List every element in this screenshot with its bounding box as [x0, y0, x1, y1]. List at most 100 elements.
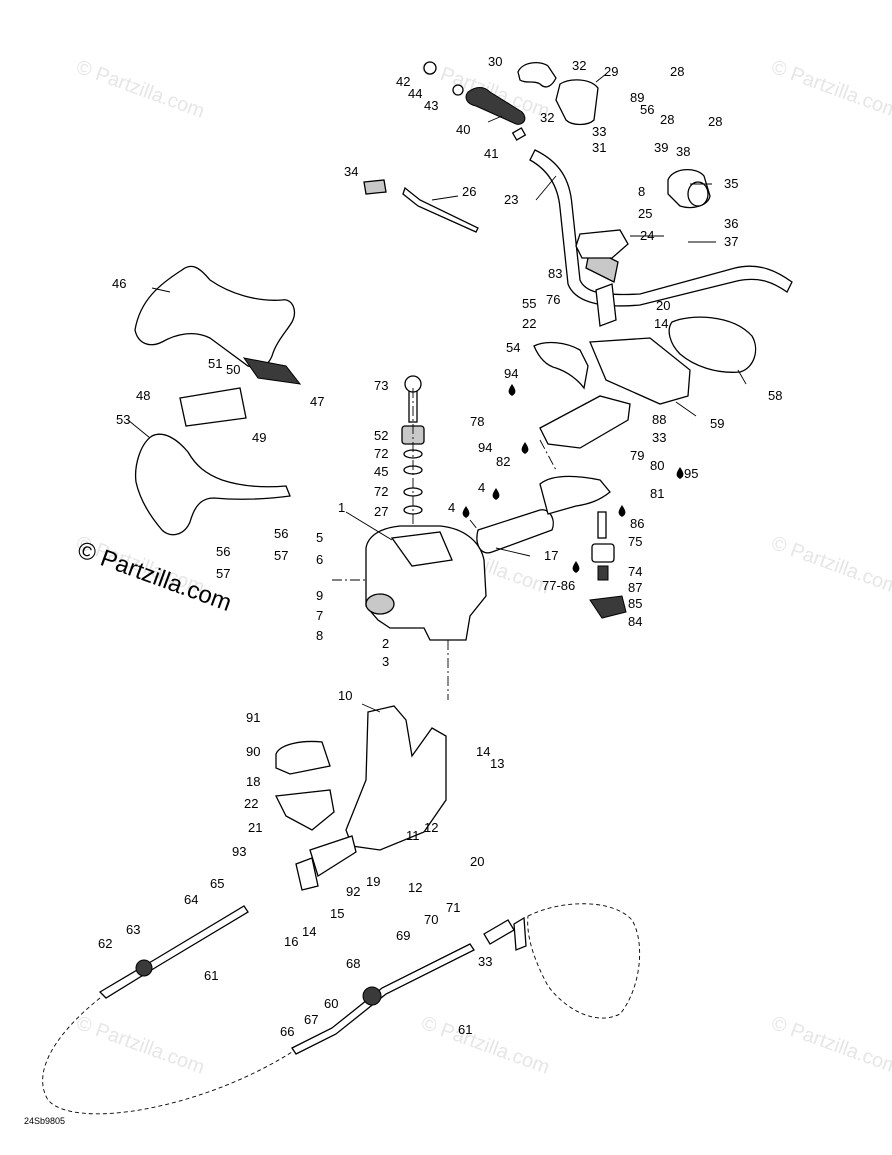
callout-88: 88	[652, 412, 666, 427]
callout-95: 95	[684, 466, 698, 481]
watermark: © Partzilla.com	[73, 56, 207, 123]
callout-57: 57	[274, 548, 288, 563]
callout-70: 70	[424, 912, 438, 927]
callout-20: 20	[470, 854, 484, 869]
callout-28: 28	[708, 114, 722, 129]
callout-87: 87	[628, 580, 642, 595]
callout-71: 71	[446, 900, 460, 915]
callout-11: 11	[406, 828, 420, 843]
switch-housing-face	[687, 181, 709, 207]
callout-37: 37	[724, 234, 738, 249]
callout-19: 19	[366, 874, 380, 889]
callout-74: 74	[628, 564, 642, 579]
link-part	[295, 857, 319, 891]
brand-watermark: © Partzilla.com	[74, 536, 235, 617]
callout-44: 44	[408, 86, 422, 101]
callout-14: 14	[302, 924, 316, 939]
callout-49: 49	[252, 430, 266, 445]
throttle-housing-part	[555, 79, 599, 126]
leader-line	[595, 73, 607, 83]
callout-12: 12	[408, 880, 422, 895]
callout-56: 56	[274, 526, 288, 541]
callout-73: 73	[374, 378, 388, 393]
callout-3: 3	[382, 654, 389, 669]
callout-42: 42	[396, 74, 410, 89]
callout-23: 23	[504, 192, 518, 207]
watermark: © Partzilla.com	[768, 56, 892, 123]
support-top-opening	[390, 531, 453, 567]
watermark: © Partzilla.com	[73, 1012, 207, 1079]
callout-76: 76	[546, 292, 560, 307]
callout-86: 86	[630, 516, 644, 531]
callout-43: 43	[424, 98, 438, 113]
callout-16: 16	[284, 934, 298, 949]
callout-62: 62	[98, 936, 112, 951]
callout-8: 8	[638, 184, 645, 199]
figure-code: 24Sb9805	[24, 1116, 65, 1126]
callout-27: 27	[374, 504, 388, 519]
leader-line	[345, 511, 393, 541]
leader-line	[675, 401, 697, 417]
support-boss	[365, 593, 395, 615]
jet-nozzle-outline	[527, 903, 641, 1019]
callout-1: 1	[338, 500, 345, 515]
callout-labels: 1 2 3 4 4 5 6 7 8 8 9 10 11 12 12 13 14 …	[98, 54, 782, 1039]
grip-insert-part	[511, 127, 527, 141]
steering-plate-part	[589, 337, 691, 405]
callout-14: 14	[476, 744, 490, 759]
lube-drop-icon	[508, 384, 516, 396]
callout-94: 94	[478, 440, 492, 455]
callout-83: 83	[548, 266, 562, 281]
callout-28: 28	[670, 64, 684, 79]
callout-64: 64	[184, 892, 198, 907]
centerline	[469, 519, 479, 531]
watermark: © Partzilla.com	[768, 1012, 892, 1079]
handlebar-part	[529, 149, 793, 307]
callout-22: 22	[244, 796, 258, 811]
callout-84: 84	[628, 614, 642, 629]
callout-77-86: 77-86	[542, 578, 575, 593]
callout-48: 48	[136, 388, 150, 403]
lube-drop-icon	[676, 467, 684, 479]
leader-line	[487, 115, 503, 123]
callout-35: 35	[724, 176, 738, 191]
callout-30: 30	[488, 54, 502, 69]
cable-stud-part	[513, 916, 527, 951]
callout-10: 10	[338, 688, 352, 703]
callout-53: 53	[116, 412, 130, 427]
steering-cable-part	[291, 943, 475, 1055]
callout-94: 94	[504, 366, 518, 381]
callout-67: 67	[304, 1012, 318, 1027]
guard-part	[533, 341, 589, 390]
callout-57: 57	[216, 566, 230, 581]
callout-58: 58	[768, 388, 782, 403]
callout-38: 38	[676, 144, 690, 159]
callout-39: 39	[654, 140, 668, 155]
handlebar-cover-part	[134, 265, 296, 369]
callout-93: 93	[232, 844, 246, 859]
callout-21: 21	[248, 820, 262, 835]
callout-20: 20	[656, 298, 670, 313]
callout-80: 80	[650, 458, 664, 473]
handle-grip-part	[465, 87, 526, 125]
cable-clip-part	[363, 179, 387, 195]
steering-support-part	[365, 525, 487, 641]
callout-28: 28	[660, 112, 674, 127]
callout-5: 5	[316, 530, 323, 545]
callout-15: 15	[330, 906, 344, 921]
callout-24: 24	[640, 228, 654, 243]
callout-79: 79	[630, 448, 644, 463]
leader-line	[151, 287, 171, 293]
tilt-spring-part	[597, 565, 609, 581]
tilt-knob-part	[589, 595, 627, 619]
leader-line	[495, 547, 531, 557]
callout-25: 25	[638, 206, 652, 221]
leader-lines	[127, 73, 747, 713]
callout-2: 2	[382, 636, 389, 651]
callout-60: 60	[324, 996, 338, 1011]
callout-52: 52	[374, 428, 388, 443]
callout-55: 55	[522, 296, 536, 311]
leader-line	[127, 419, 151, 439]
cover-bracket-part	[595, 283, 617, 327]
